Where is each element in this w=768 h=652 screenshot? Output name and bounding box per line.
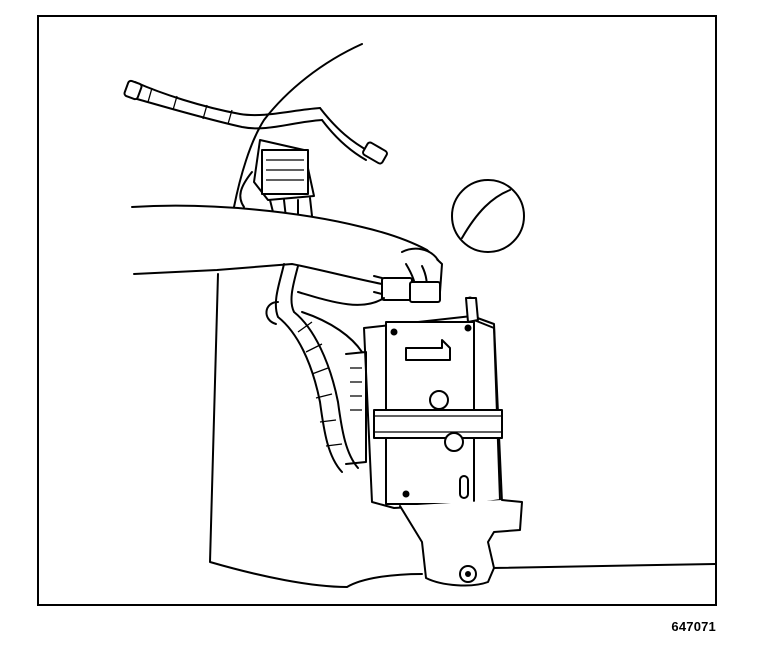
round-cover: [451, 179, 525, 253]
floor-line: [491, 563, 715, 569]
latch-switch: [373, 275, 441, 303]
figure-number: 647071: [671, 619, 716, 634]
electrical-connector: [239, 139, 315, 219]
illustration-frame: [37, 15, 717, 606]
lock-actuator-assembly: [345, 296, 523, 587]
line-drawing: [123, 43, 715, 588]
lower-body-panel: [209, 273, 423, 588]
technician-arm: [131, 204, 443, 299]
background-panel-curve: [233, 43, 363, 208]
upper-wire-harness: [123, 79, 388, 165]
lower-wire-harness: [265, 263, 385, 473]
